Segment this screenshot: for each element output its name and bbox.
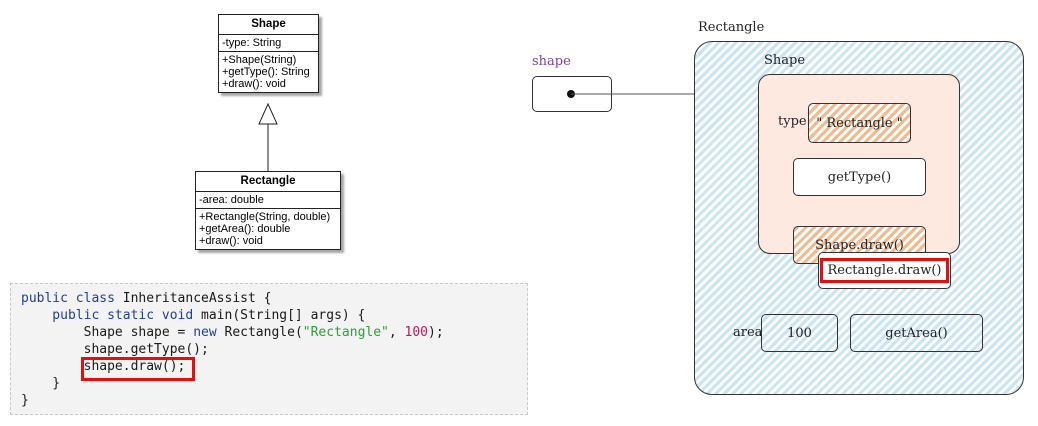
- outer-object-label: Rectangle: [698, 20, 765, 35]
- uml-class-shape: Shape -type: String +Shape(String) +getT…: [218, 14, 319, 93]
- get-area-method: getArea(): [850, 314, 983, 352]
- code-line: }: [21, 376, 61, 391]
- area-label: area: [733, 325, 763, 340]
- uml-attributes: -type: String: [219, 35, 318, 52]
- uml-method: +Rectangle(String, double): [199, 211, 331, 223]
- code-text: main(String[] args) {: [201, 308, 366, 323]
- type-label: type: [778, 114, 807, 129]
- keyword: public class: [21, 291, 123, 306]
- code-line: shape.draw();: [21, 359, 186, 374]
- uml-method: +getArea(): double: [199, 223, 291, 235]
- keyword: public static void: [21, 308, 202, 323]
- uml-class-title: Rectangle: [196, 172, 340, 192]
- uml-method: +draw(): void: [199, 235, 263, 247]
- rectangle-draw-highlight: Rectangle.draw(): [819, 258, 950, 283]
- uml-class-title: Shape: [219, 15, 318, 35]
- uml-attributes: -area: double: [196, 192, 340, 209]
- rectangle-draw-label: Rectangle.draw(): [827, 263, 942, 278]
- inner-object-label: Shape: [764, 53, 806, 68]
- code-text: );: [428, 325, 444, 340]
- keyword: new: [193, 325, 225, 340]
- code-line: Shape shape = new Rectangle("Rectangle",…: [21, 324, 527, 341]
- uml-methods: +Shape(String) +getType(): String +draw(…: [219, 52, 318, 92]
- code-text: InheritanceAssist {: [122, 291, 272, 306]
- code-line: public static void main(String[] args) {: [21, 307, 527, 324]
- inheritance-arrow: [258, 102, 278, 172]
- code-line: }: [21, 393, 29, 408]
- uml-method: +getType(): String: [222, 66, 310, 78]
- code-text: Shape shape =: [21, 325, 194, 340]
- uml-method: +Shape(String): [222, 54, 297, 66]
- code-block: public class InheritanceAssist { public …: [10, 283, 528, 415]
- number-literal: 100: [404, 325, 429, 340]
- uml-class-rectangle: Rectangle -area: double +Rectangle(Strin…: [195, 171, 341, 250]
- code-line: shape.getType();: [21, 342, 209, 357]
- code-text: ,: [388, 325, 405, 340]
- get-type-method: getType(): [793, 158, 926, 196]
- code-highlight-box: [81, 357, 195, 381]
- rectangle-draw-method: Rectangle.draw(): [818, 252, 951, 289]
- variable-label: shape: [532, 54, 571, 69]
- code-text: Rectangle(: [224, 325, 303, 340]
- uml-method: +draw(): void: [222, 78, 286, 90]
- uml-attribute: -type: String: [222, 37, 282, 49]
- type-value-box: " Rectangle ": [808, 103, 911, 143]
- code-line: public class InheritanceAssist {: [21, 290, 527, 307]
- area-value-box: 100: [761, 314, 838, 352]
- uml-methods: +Rectangle(String, double) +getArea(): d…: [196, 209, 340, 249]
- string-literal: "Rectangle": [302, 325, 389, 340]
- uml-attribute: -area: double: [199, 194, 264, 206]
